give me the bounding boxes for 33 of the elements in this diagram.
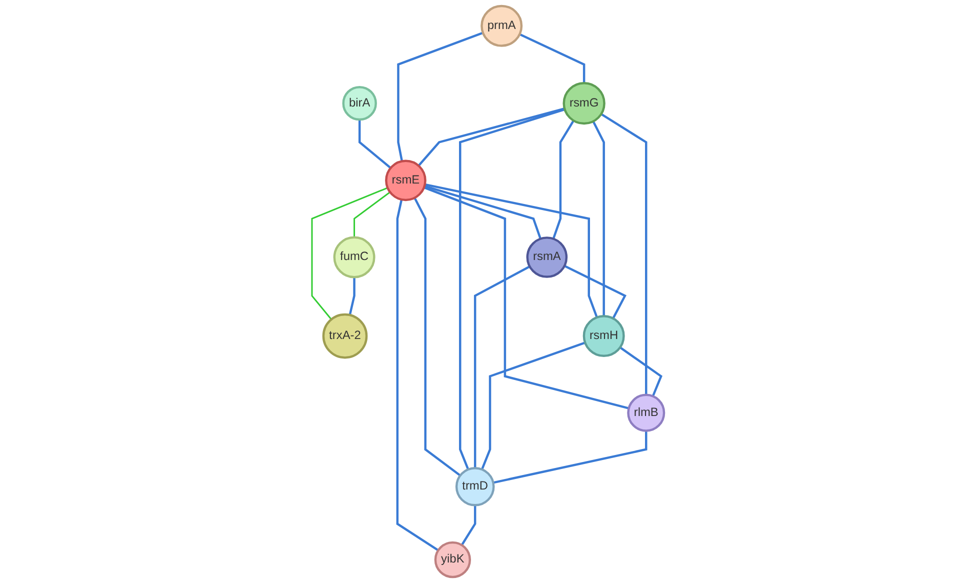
connector [458, 108, 565, 470]
node-circle: yibK [434, 541, 471, 578]
connector [592, 120, 604, 316]
node-circle: trxA-2 [322, 313, 368, 359]
connector [618, 346, 662, 397]
node-circle: birA [342, 86, 376, 121]
connector [424, 185, 542, 240]
connector [552, 120, 574, 240]
connector [563, 264, 626, 319]
connector [423, 186, 629, 410]
node-circle: rsmH [582, 315, 624, 358]
connector [460, 505, 476, 546]
connector [473, 266, 530, 468]
node-circle: rsmG [562, 82, 605, 125]
connector [396, 32, 483, 162]
connector [600, 113, 647, 395]
node-circle: rsmA [526, 236, 568, 278]
connector [492, 430, 647, 484]
connector [353, 192, 390, 238]
node-circle: fumC [332, 236, 375, 278]
connector [424, 183, 598, 318]
connector [358, 120, 391, 169]
connector [396, 199, 438, 552]
connector [417, 108, 564, 166]
connector [480, 342, 585, 470]
connector [348, 277, 355, 316]
connector [518, 33, 585, 84]
connector [310, 187, 388, 320]
connector [413, 197, 460, 476]
node-circle: rlmB [626, 394, 665, 432]
node-circle: prmA [480, 4, 522, 47]
node-circle: trmD [454, 466, 494, 506]
node-circle: rsmE [384, 160, 426, 202]
